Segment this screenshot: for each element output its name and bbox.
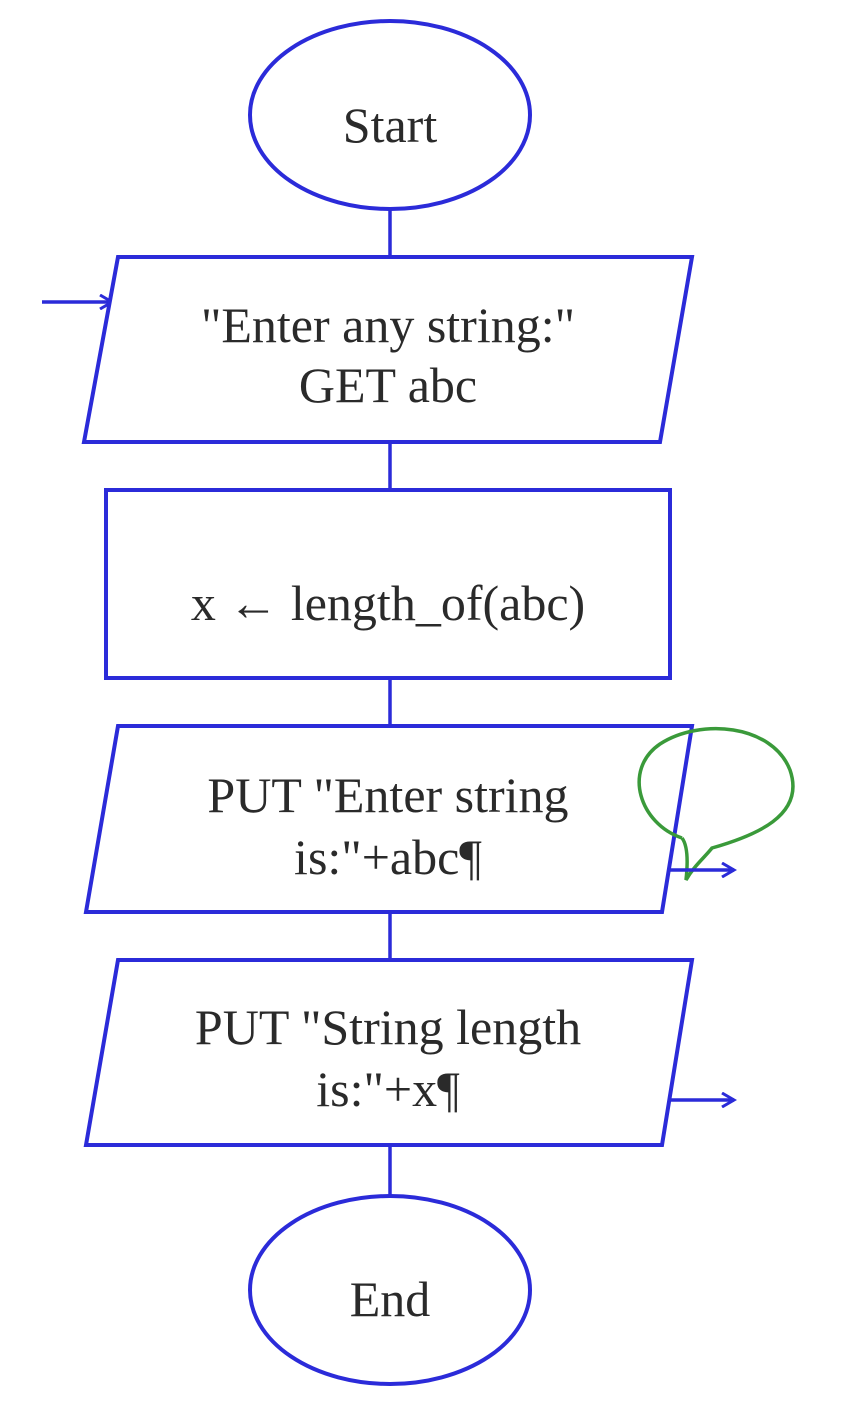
output2-node: PUT "String length is:"+x¶ — [83, 958, 695, 1147]
output1-label-line-2: is:"+abc¶ — [294, 829, 482, 885]
process-node: x ← length_of(abc) — [104, 488, 672, 680]
output2-parallelogram — [83, 958, 695, 1147]
output2-label-line-2: is:"+x¶ — [316, 1061, 460, 1117]
output1-parallelogram — [83, 724, 695, 914]
input-label-line-2: GET abc — [299, 357, 477, 413]
end-node: End — [248, 1194, 532, 1386]
end-ellipse — [248, 1194, 532, 1386]
process-label: x ← length_of(abc) — [191, 575, 585, 631]
input-label-line-1: "Enter any string:" — [201, 297, 575, 353]
output2-label-line-1: PUT "String length — [195, 999, 581, 1055]
end-label: End — [350, 1271, 431, 1327]
start-node: Start — [248, 19, 532, 211]
output1-loop-annotation — [637, 727, 795, 881]
start-label: Start — [343, 97, 438, 153]
process-rectangle — [104, 488, 672, 680]
input-node: "Enter any string:" GET abc — [81, 255, 695, 444]
input-parallelogram — [81, 255, 695, 444]
output1-node: PUT "Enter string is:"+abc¶ — [83, 724, 695, 914]
output1-label-line-1: PUT "Enter string — [207, 767, 568, 823]
